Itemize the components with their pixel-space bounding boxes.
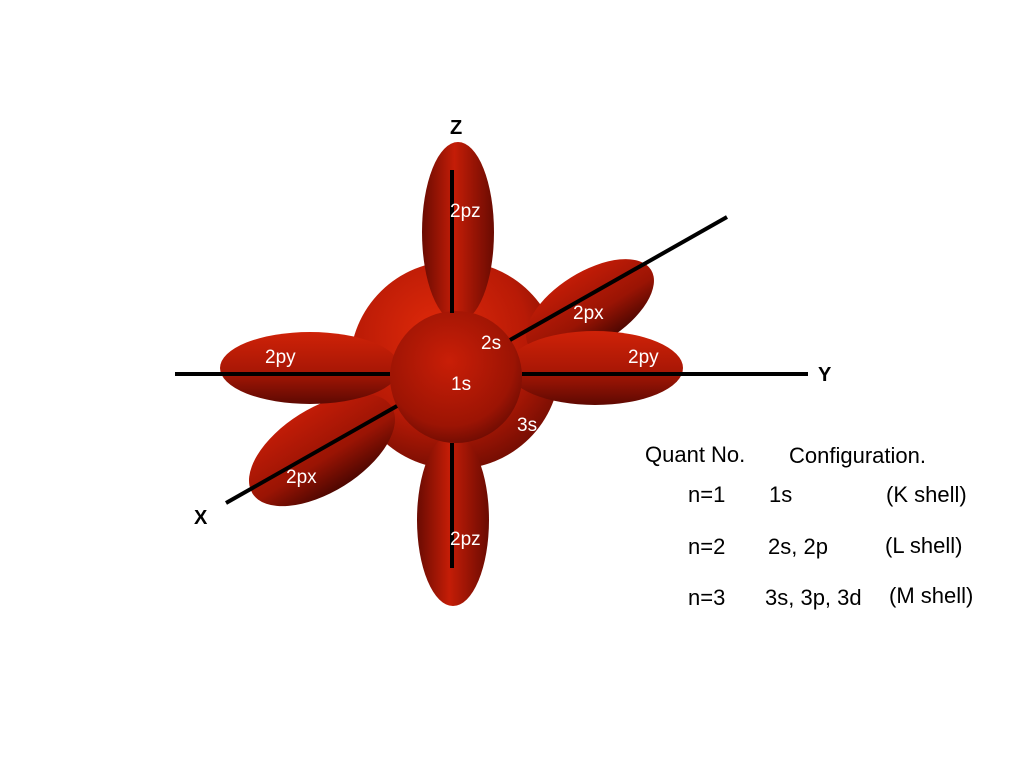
row-2-shell: (L shell) [885,533,962,558]
axis-x-front [225,404,398,505]
lobe-2py-right [507,331,683,405]
row-3-shell: (M shell) [889,583,973,608]
sphere-1s [390,311,522,443]
label-2s: 2s [481,333,501,354]
row-1-shell: (K shell) [886,482,967,507]
axes [175,170,808,568]
header-configuration: Configuration. [789,443,926,468]
row-3-config: 3s, 3p, 3d [765,585,862,610]
axis-label-z: Z [450,117,462,139]
axis-label-y: Y [818,364,832,386]
label-2pz-bottom: 2pz [450,529,481,550]
configuration-table: Quant No. Configuration. n=1 1s (K shell… [645,442,973,610]
header-quant-no: Quant No. [645,442,745,467]
lobe-2pz-top [422,142,494,322]
row-1-config: 1s [769,482,792,507]
axis-label-x: X [194,507,208,529]
lobe-2py-left [220,332,400,404]
axis-x-back [509,215,728,342]
label-2px-back: 2px [573,303,604,324]
row-2-n: n=2 [688,534,725,559]
row-3-n: n=3 [688,585,725,610]
label-1s: 1s [451,374,471,395]
label-2pz-top: 2pz [450,201,481,222]
row-1-n: n=1 [688,482,725,507]
label-3s: 3s [517,415,537,436]
row-2-config: 2s, 2p [768,534,828,559]
label-2px-front: 2px [286,467,317,488]
label-2py-right: 2py [628,347,659,368]
lobe-2px-back [526,259,654,357]
label-2py-left: 2py [265,347,296,368]
